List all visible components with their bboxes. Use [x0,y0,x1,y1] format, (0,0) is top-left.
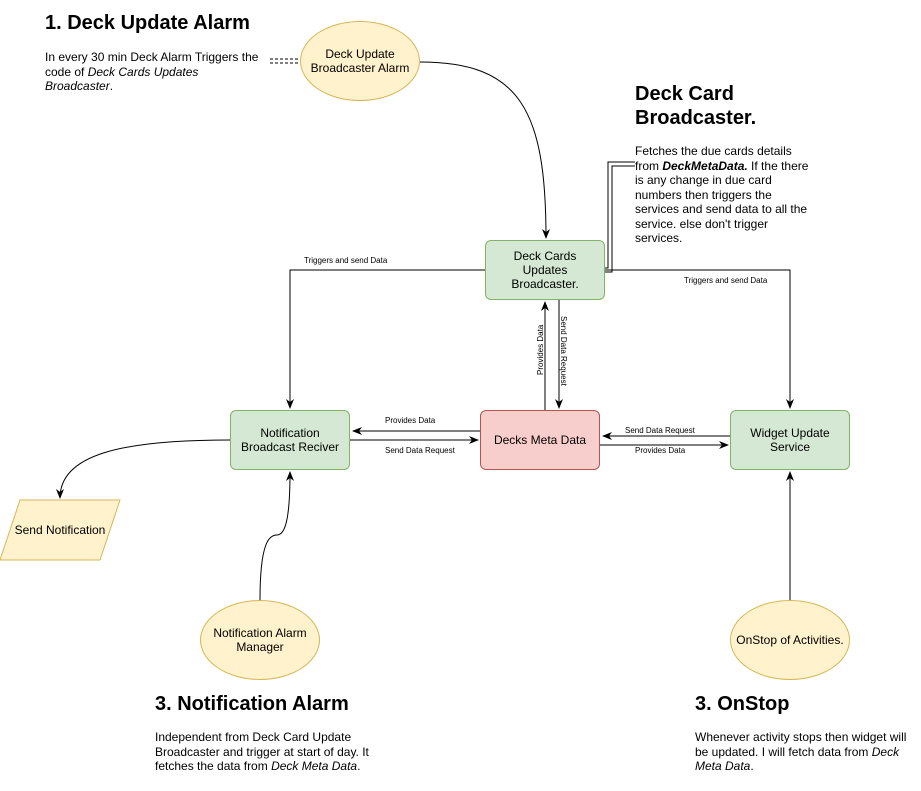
desc-emphasis: Deck Meta Data [271,759,358,773]
section-desc-notification-alarm: Independent from Deck Card Update Broadc… [155,730,377,774]
node-widget-update-service[interactable]: Widget Update Service [730,410,850,470]
label-request-left: Send Data Request [385,446,456,455]
label-triggers-left: Triggers and send Data [304,256,388,265]
desc-text: Whenever activity stops then widget will… [695,730,907,759]
send-notification-shape [0,499,121,561]
section-heading-notification-alarm: 3. Notification Alarm [155,693,349,715]
node-decks-meta-data[interactable]: Decks Meta Data [480,410,600,470]
label-request-down: Send Data Request [559,316,568,387]
desc-text-end: If the there is any change in due card n… [635,158,809,246]
section-heading-deck-update-alarm: 1. Deck Update Alarm [45,12,250,34]
node-deck-cards-updates-broadcaster[interactable]: Deck Cards Updates Broadcaster. [485,240,605,300]
section-heading-onstop: 3. OnStop [695,693,790,715]
desc-text: Fetches the due cards details from [635,144,792,173]
node-send-notification[interactable]: Send Notification [14,523,106,537]
desc-text-end: . [357,759,361,773]
desc-text: In every 30 min Deck Alarm Triggers the … [45,50,259,79]
section-desc-deck-card-broadcaster: Fetches the due cards details from DeckM… [635,144,815,246]
desc-text-end: . [109,79,114,93]
desc-text: Independent from Deck Card Update Broadc… [155,730,369,773]
section-desc-onstop: Whenever activity stops then widget will… [695,730,911,774]
label-triggers-right: Triggers and send Data [684,276,768,285]
broadcaster-description-connector-2 [605,165,635,273]
desc-emphasis: Deck Cards Updates Broadcaster [45,64,199,94]
desc-text-end: . [750,759,754,773]
label-provides-up: Provides Data [536,324,545,375]
edge-alarm-manager-to-notification [259,471,294,601]
node-deck-update-broadcaster-alarm[interactable]: Deck Update Broadcaster Alarm [300,21,420,101]
label-provides-left: Provides Data [385,416,436,425]
section-desc-deck-update-alarm: In every 30 min Deck Alarm Triggers the … [45,50,267,94]
label-request-right: Send Data Request [625,426,696,435]
edge-broadcaster-to-widget [605,269,794,409]
node-notification-alarm-manager[interactable]: Notification Alarm Manager [200,600,320,680]
edge-broadcaster-to-notification [286,269,485,409]
node-onstop-of-activities[interactable]: OnStop of Activities. [730,600,850,680]
desc-emphasis: Deck Meta Data [695,744,900,774]
node-notification-broadcast-receiver[interactable]: Notification Broadcast Reciver [230,410,350,470]
edge-alarm-to-broadcaster [419,61,550,239]
edge-notification-to-send [56,439,231,499]
broadcaster-description-connector [605,161,635,269]
desc-emphasis: DeckMetaData. [662,158,748,173]
label-provides-right: Provides Data [635,446,686,455]
section-heading-deck-card-broadcaster: Deck Card Broadcaster. [635,83,757,129]
